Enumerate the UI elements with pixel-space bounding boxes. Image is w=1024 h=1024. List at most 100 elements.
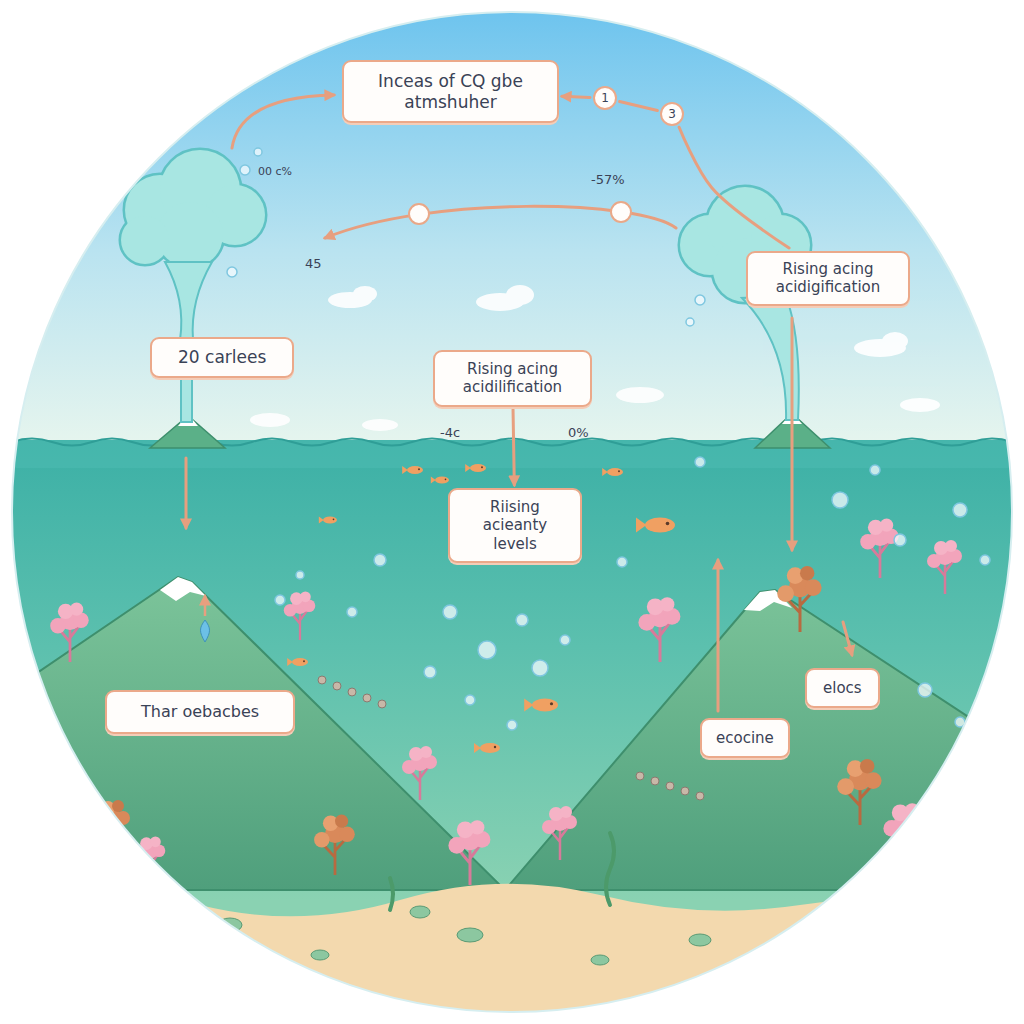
pebble xyxy=(689,934,711,946)
coral-tree xyxy=(284,591,316,640)
cloud-puff xyxy=(121,216,169,264)
bead xyxy=(666,782,674,790)
bubble xyxy=(953,503,967,517)
box-text: Thar oebacbes xyxy=(141,702,259,722)
bubble xyxy=(560,635,570,645)
coral-tree xyxy=(448,820,490,885)
coral-tree xyxy=(941,765,982,826)
box-text: Rising acing acidilification xyxy=(445,360,580,397)
pebble xyxy=(928,908,952,922)
coral-tree xyxy=(777,566,821,632)
flow-connector xyxy=(562,96,590,97)
bubble xyxy=(227,267,237,277)
bubble xyxy=(695,295,705,305)
bead xyxy=(636,772,644,780)
value-label: 00 c% xyxy=(258,166,292,179)
bubble xyxy=(465,695,475,705)
fish xyxy=(319,517,337,524)
bubble xyxy=(532,660,548,676)
bubble xyxy=(695,457,705,467)
pebble xyxy=(591,955,609,965)
up-arrow xyxy=(717,560,720,711)
fish xyxy=(524,699,558,712)
coral-tree xyxy=(638,597,680,662)
seaweed xyxy=(60,874,63,910)
bubble xyxy=(424,666,436,678)
callout-number: 3 xyxy=(668,108,676,120)
coral-tree xyxy=(927,540,962,594)
text-box: Inceas of CQ gbe atmshuher xyxy=(342,60,559,123)
seaweed xyxy=(36,825,44,905)
small-arrow xyxy=(204,596,207,616)
small-cloud xyxy=(506,285,534,305)
coral-tree xyxy=(542,806,577,860)
bubble xyxy=(240,165,250,175)
bead xyxy=(681,787,689,795)
seaweed xyxy=(982,823,989,895)
seaweed xyxy=(606,833,614,905)
bubble xyxy=(870,465,880,475)
value-label: 0% xyxy=(568,426,589,441)
flow-arrows xyxy=(186,95,852,711)
bead xyxy=(378,700,386,708)
coral-tree xyxy=(837,759,881,825)
bubble xyxy=(254,148,262,156)
callout-circle: 3 xyxy=(660,102,684,126)
bead xyxy=(348,688,356,696)
fish xyxy=(602,468,623,476)
bead xyxy=(333,682,341,690)
snow-cap xyxy=(160,577,206,601)
underwater-mountain xyxy=(505,590,1024,890)
bubble xyxy=(686,318,694,326)
bubble xyxy=(918,683,932,697)
coral-tree xyxy=(30,754,78,826)
box-text: 20 carlees xyxy=(178,347,266,368)
text-box: 20 carlees xyxy=(150,337,294,378)
text-box: Thar oebacbes xyxy=(105,690,295,734)
bubble xyxy=(980,555,990,565)
small-cloud xyxy=(882,332,908,350)
cloud-funnel xyxy=(165,262,212,340)
bubble xyxy=(894,534,906,546)
cloud-puff xyxy=(121,216,169,264)
pebble xyxy=(410,906,430,918)
bead xyxy=(651,777,659,785)
coral-tree xyxy=(883,803,925,868)
pebbles xyxy=(218,906,952,965)
coral-tree xyxy=(50,603,88,662)
flow-connector xyxy=(513,410,514,485)
disc-rim xyxy=(12,12,1012,1012)
text-box: ecocine xyxy=(700,718,790,758)
cloud-funnel xyxy=(742,296,799,420)
bubble xyxy=(478,641,496,659)
bead xyxy=(696,792,704,800)
left-cloud xyxy=(121,150,265,422)
small-cloud xyxy=(900,398,940,412)
down-arrow xyxy=(791,318,794,550)
text-box: Riising acieanty levels xyxy=(448,488,582,563)
bubble xyxy=(516,614,528,626)
bubbles xyxy=(227,148,990,730)
blank-marker xyxy=(409,204,429,224)
fish xyxy=(287,658,308,666)
coral-tree xyxy=(314,815,355,876)
bead-trail xyxy=(318,676,704,800)
water-drop xyxy=(201,620,210,642)
seaweed xyxy=(390,878,393,910)
pebble xyxy=(810,944,830,956)
bubble xyxy=(617,557,627,567)
sea-floor xyxy=(0,884,1024,1024)
sky xyxy=(0,0,1024,450)
cloud-fill xyxy=(121,150,265,268)
underwater-mountain xyxy=(0,577,505,890)
cloud-outline xyxy=(121,150,265,268)
bubble xyxy=(275,595,285,605)
callout-number: 1 xyxy=(601,92,609,104)
small-cloud xyxy=(353,286,377,302)
callout-circle: 1 xyxy=(593,86,617,110)
flow-connector xyxy=(620,101,658,110)
bubble xyxy=(374,554,386,566)
small-cloud xyxy=(616,387,664,403)
fish xyxy=(474,743,500,753)
